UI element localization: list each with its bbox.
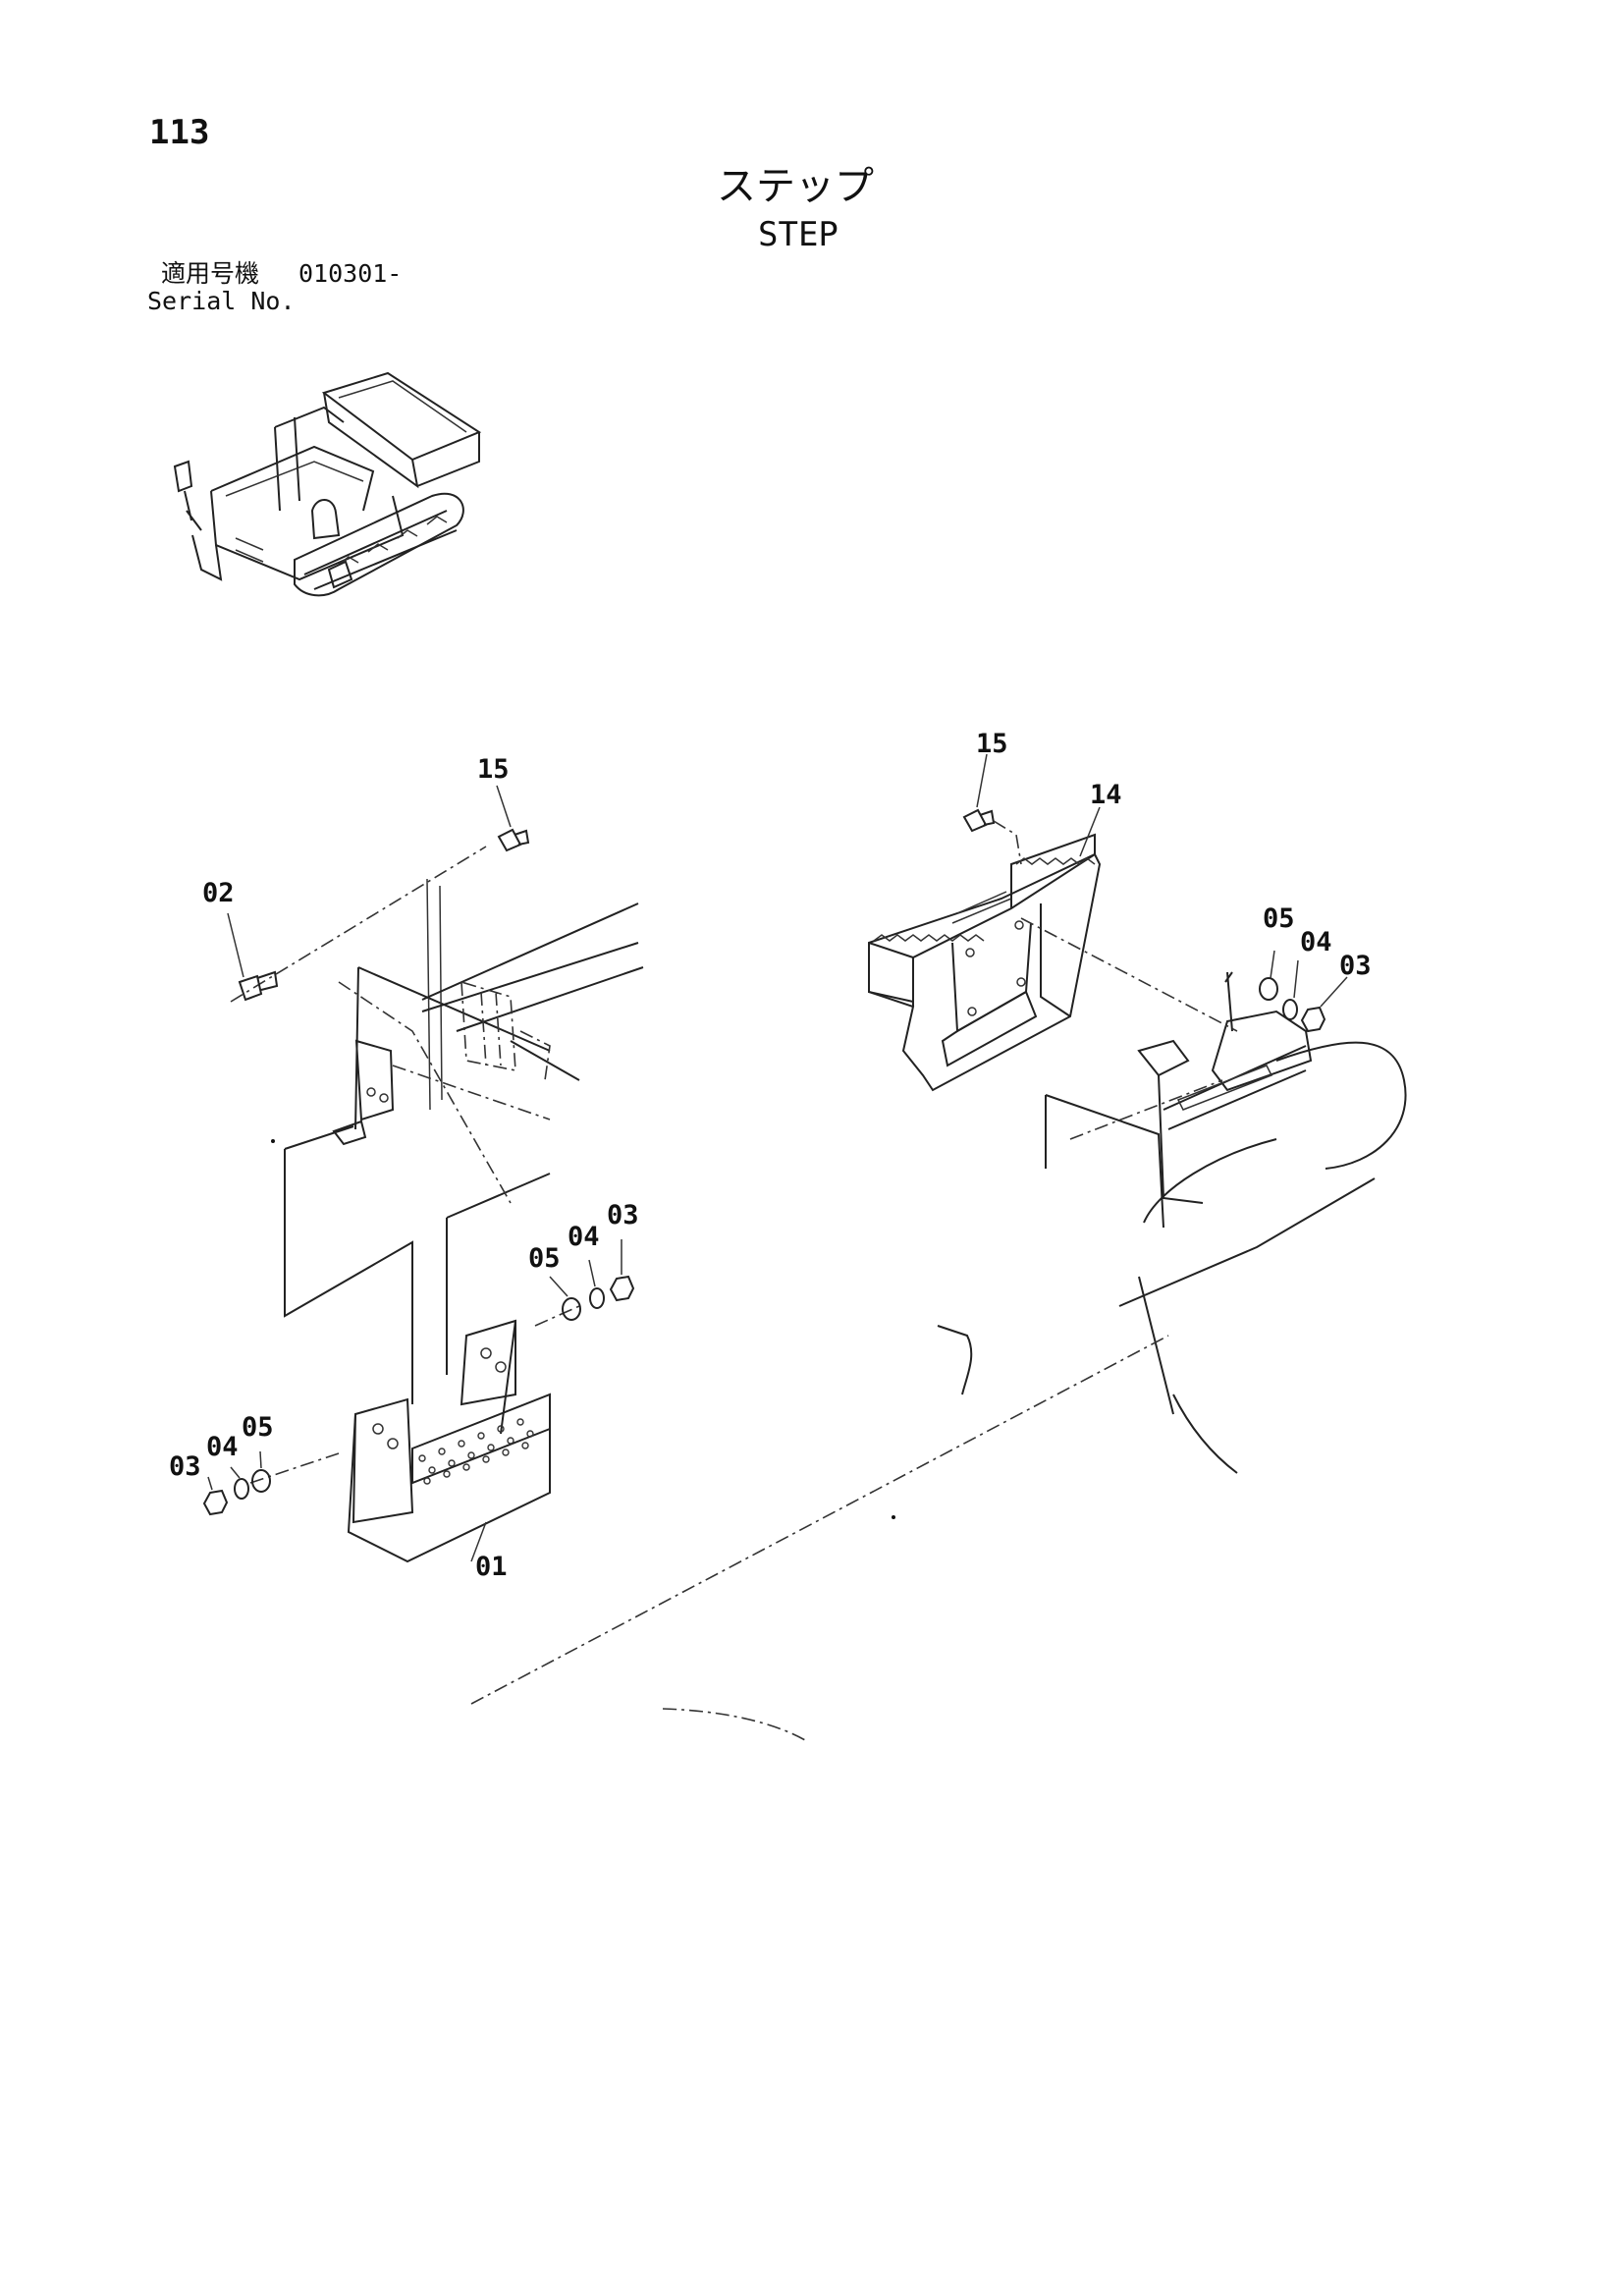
callout-left-03-upper: 03 bbox=[607, 1200, 639, 1230]
right-step-assembly bbox=[470, 753, 1407, 1705]
serial-label-english: Serial No. bbox=[147, 287, 296, 315]
page-number: 113 bbox=[149, 113, 210, 152]
callout-right-04: 04 bbox=[1300, 927, 1332, 957]
callout-left-01: 01 bbox=[475, 1552, 508, 1582]
callout-left-04-lower: 04 bbox=[206, 1432, 239, 1462]
callout-left-05-lower: 05 bbox=[242, 1412, 274, 1443]
callout-right-05: 05 bbox=[1263, 903, 1295, 934]
callout-left-02: 02 bbox=[202, 878, 235, 908]
serial-number: 010301- bbox=[298, 259, 403, 288]
left-step-assembly bbox=[202, 785, 644, 1563]
callout-left-04-upper: 04 bbox=[568, 1222, 600, 1252]
callout-right-03: 03 bbox=[1339, 951, 1372, 981]
callout-right-14: 14 bbox=[1090, 780, 1122, 810]
callout-left-03-lower: 03 bbox=[169, 1451, 201, 1482]
serial-label-japanese: 適用号機 bbox=[161, 259, 260, 288]
callout-right-15: 15 bbox=[976, 729, 1008, 759]
page-title-english: STEP bbox=[758, 215, 839, 254]
stray-marks bbox=[271, 1139, 895, 1741]
machine-overview-illustration bbox=[173, 371, 482, 597]
page-title-japanese: ステップ bbox=[717, 164, 874, 209]
callout-left-15: 15 bbox=[477, 754, 510, 785]
callout-labels: 15 02 03 04 05 05 04 03 01 15 14 05 04 0… bbox=[169, 729, 1372, 1582]
callout-left-05-upper: 05 bbox=[528, 1243, 561, 1274]
